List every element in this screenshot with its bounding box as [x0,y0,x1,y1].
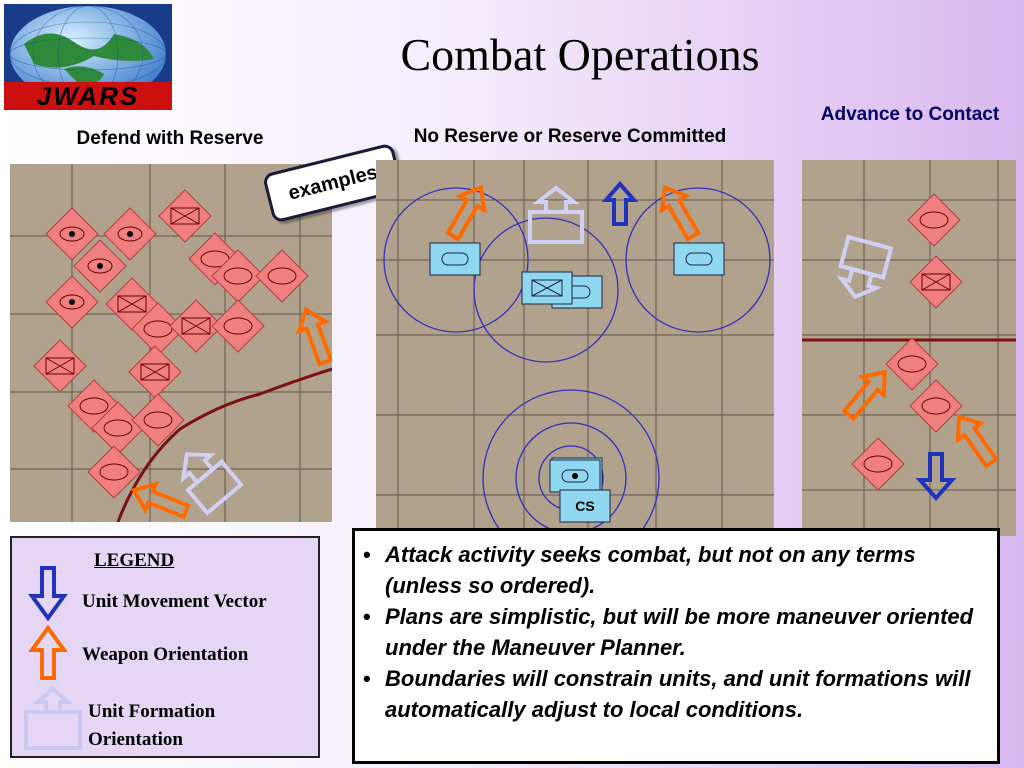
weapon-orientation-arrow [130,480,191,520]
formation-orientation-arrow [836,234,894,300]
legend-item-weapon: Weapon Orientation [82,644,249,665]
formation-orientation-arrow [180,452,244,516]
header-advance-to-contact: Advance to Contact [820,104,1000,125]
logo-text: JWARS [36,81,140,111]
jwars-logo: JWARS [4,4,172,111]
movement-vector-arrow [601,180,639,226]
pale-arrow-icon [24,686,82,750]
formation-orientation-arrow [528,185,584,244]
bullet-list: Attack activity seeks combat, but not on… [355,531,997,725]
weapon-orientation-arrow [295,306,332,367]
bullet-item: Attack activity seeks combat, but not on… [363,539,983,601]
globe-logo-icon [4,4,172,110]
map-panel-advance [802,160,1016,536]
slide-title: Combat Operations [400,29,760,80]
legend-box: LEGEND Unit Movement Vector Weapon Orien… [10,536,320,758]
bullet-item: Boundaries will constrain units, and uni… [363,663,983,725]
friendly-unit [521,271,573,305]
header-defend-with-reserve: Defend with Reserve [76,128,264,149]
terrain-map-defend [10,164,332,522]
legend-title: LEGEND [94,550,175,571]
enemy-units [33,189,309,499]
cs-label: CS [575,498,595,514]
blue-arrow-icon [28,566,68,622]
terrain-map-advance [802,160,1016,536]
boundary-line [116,367,332,522]
orange-arrow-icon [28,624,68,680]
bullet-item: Plans are simplistic, but will be more m… [363,601,983,663]
legend-item-movement: Unit Movement Vector [82,591,267,612]
map-panel-no-reserve: CS [376,160,774,534]
weapon-orientation-arrow [841,369,887,422]
movement-vector-arrow [915,452,957,502]
map-panel-defend [10,164,332,522]
friendly-unit [549,459,601,493]
legend-item-formation: Unit Formation Orientation [88,701,216,750]
header-no-reserve: No Reserve or Reserve Committed [413,126,727,147]
weapon-orientation-arrow [659,184,701,242]
enemy-units [851,193,963,491]
weapon-orientation-arrow [445,184,487,242]
friendly-unit [673,242,725,276]
friendly-unit [429,242,481,276]
friendly-unit-cs [559,489,611,523]
weapon-orientation-arrow [955,414,999,469]
notes-box: Attack activity seeks combat, but not on… [352,528,1000,764]
terrain-map-no-reserve [376,160,774,534]
